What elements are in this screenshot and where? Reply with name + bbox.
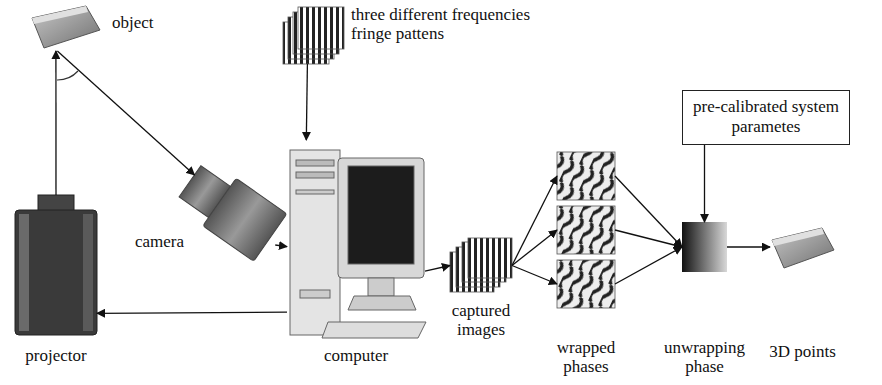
arrow-connector [704,145,705,222]
object-figure [32,6,100,48]
connector-line [306,64,307,140]
node-label: captured images [440,302,522,339]
arrow-connector [425,266,450,272]
wrapped-node: wrapped phases [557,150,615,310]
captured-node: captured images [450,238,512,293]
computer-figure [290,150,426,338]
arrow-connector [55,51,56,195]
node-label: pre-calibrated system parametes [691,97,841,138]
unwrapped-phase-image [682,222,727,272]
connector-line [727,246,770,247]
connector-line [615,247,682,284]
object-node: object [30,6,102,51]
angle-arc [57,71,78,80]
arrow-connector [615,176,682,284]
points-node: 3D points [770,225,835,280]
computer-node: computer [287,140,425,345]
connector-line [615,176,682,247]
unwrapping-node: unwrapping phase [682,222,727,272]
arrow-connector [97,312,287,313]
connector-line [57,51,194,175]
arrow-connector [57,51,194,175]
arrow-connector [275,245,287,247]
camera-node: camera [185,160,280,260]
connector-line [97,312,287,313]
arrow-connector [727,247,770,248]
node-label: computer [287,347,425,366]
captured-stack [450,238,512,292]
arrow-connector [512,176,557,284]
connector-line [55,51,56,195]
node-label: camera [135,233,184,252]
connector-line [425,266,450,272]
projector-figure [15,195,97,335]
node-label: wrapped phases [542,339,630,376]
node-label: three different frequencies fringe patte… [351,6,556,43]
points-figure [772,228,834,268]
camera-figure [173,158,287,262]
node-label: 3D points [760,343,845,362]
connector-line [512,266,557,285]
node-label: projector [10,347,102,366]
connector-line [704,145,705,222]
projector-node: projector [15,195,97,335]
arrow-connector [306,64,307,140]
wrapped-phase-images [557,152,615,308]
fringe-stack [283,7,344,64]
connector-line [615,230,682,247]
node-label: object [112,14,154,33]
connector-line [512,176,557,266]
connector-line [512,230,557,266]
connector-line [275,245,287,247]
node-label: unwrapping phase [657,339,752,376]
parameter-box: pre-calibrated system parametes [682,90,850,145]
fringe-node: three different frequencies fringe patte… [283,6,344,64]
